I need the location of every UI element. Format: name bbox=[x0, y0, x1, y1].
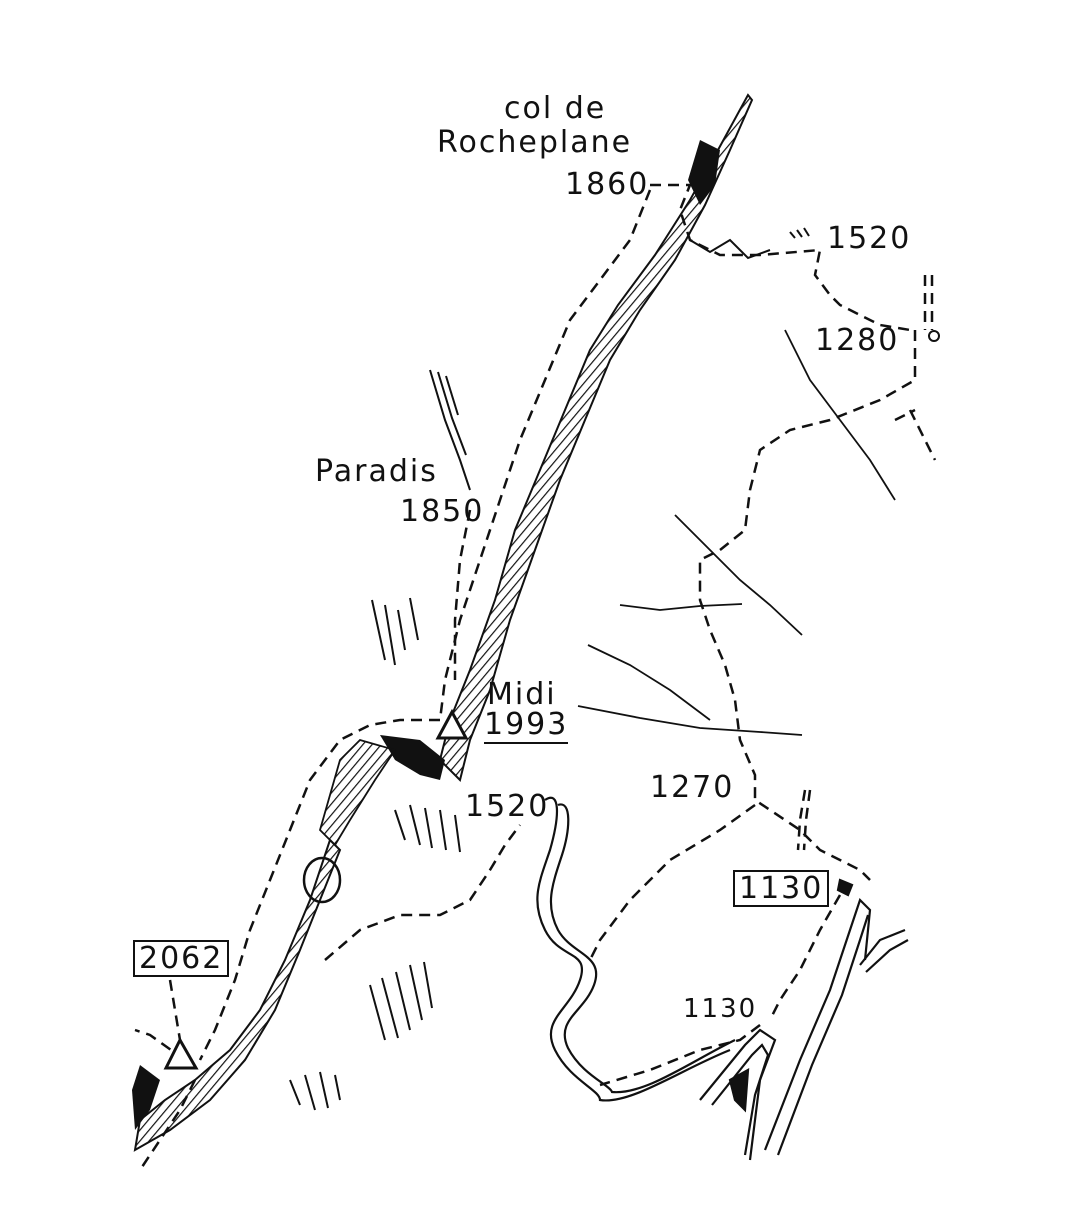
road bbox=[536, 796, 909, 1161]
paradis-altitude: 1850 bbox=[400, 494, 485, 529]
midi-altitude: 1993 bbox=[484, 707, 569, 744]
altitude-1270: 1270 bbox=[650, 770, 735, 805]
summit-markers bbox=[163, 708, 469, 1070]
altitude-1130-low: 1130 bbox=[683, 994, 758, 1024]
altitude-1520-mid: 1520 bbox=[465, 789, 550, 824]
altitude-1280: 1280 bbox=[815, 323, 900, 358]
col-name-line1: col de bbox=[504, 91, 607, 126]
midi-name: Midi bbox=[487, 677, 557, 712]
junction-circle bbox=[928, 330, 940, 342]
summit-triangle-2062 bbox=[163, 1036, 199, 1070]
trails bbox=[134, 183, 937, 1171]
hill-hatching bbox=[289, 227, 810, 1111]
col-altitude: 1860 bbox=[565, 167, 650, 202]
altitude-2062-boxed: 2062 bbox=[133, 940, 230, 977]
paradis-name: Paradis bbox=[315, 454, 438, 489]
col-name-line2: Rocheplane bbox=[437, 125, 633, 160]
altitude-1520-top: 1520 bbox=[827, 221, 912, 256]
streams bbox=[577, 329, 896, 736]
altitude-1130-boxed: 1130 bbox=[733, 870, 830, 907]
summit-triangle-midi bbox=[435, 708, 469, 740]
ridge-rock-band bbox=[132, 93, 754, 1152]
